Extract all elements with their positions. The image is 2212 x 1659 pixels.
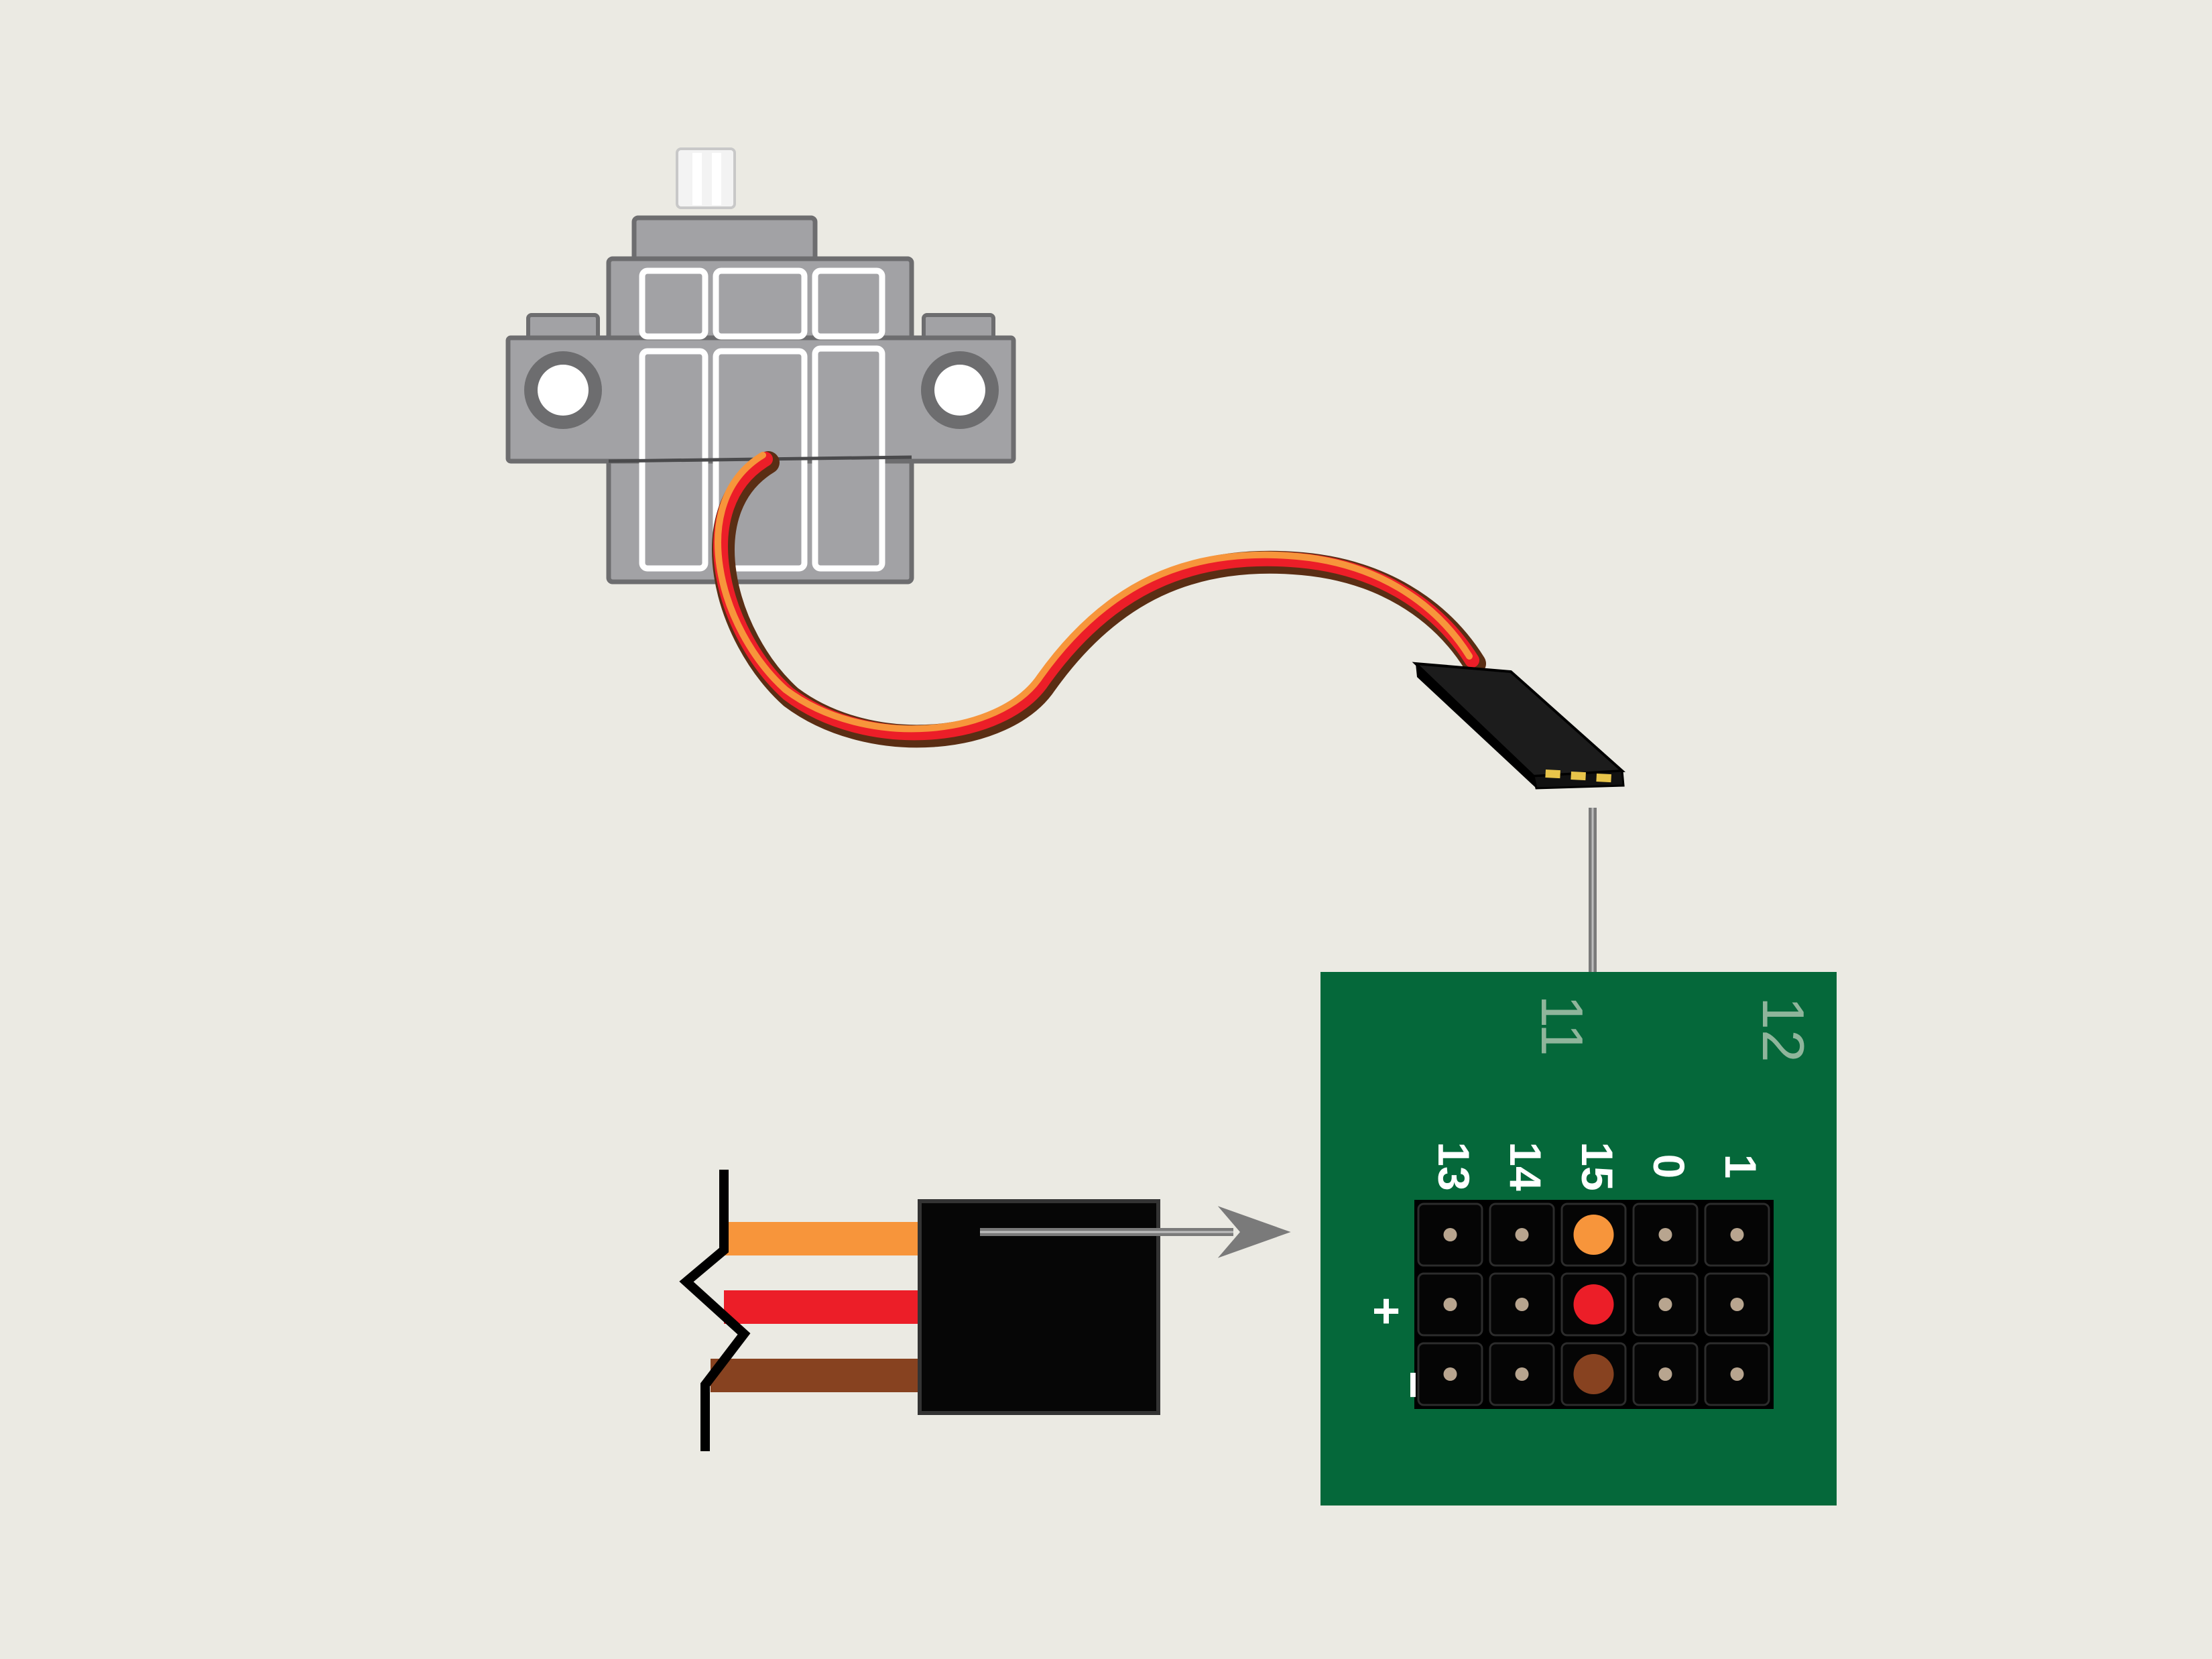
pin-column-label-15: 15: [1573, 1142, 1622, 1190]
pin-hole: [1658, 1228, 1672, 1241]
pin-hole: [1730, 1228, 1744, 1241]
pin-column-label-0: 0: [1644, 1154, 1694, 1179]
pin-hole: [1658, 1298, 1672, 1311]
pin-hole: [1443, 1298, 1457, 1311]
pin-hole: [1515, 1298, 1529, 1311]
pin-hole: [1443, 1228, 1457, 1241]
pin-hole: [1730, 1367, 1744, 1381]
board-number-left: 11: [1529, 995, 1595, 1056]
servo-motor-icon: [505, 147, 1016, 585]
servo-connector-icon: [1412, 662, 1625, 790]
pin-column-label-14: 14: [1501, 1142, 1550, 1191]
pin-hole: [1658, 1367, 1672, 1381]
rail-label-minus: −: [1386, 1371, 1440, 1399]
pin-hole: [1515, 1228, 1529, 1241]
pin-hole: [1515, 1367, 1529, 1381]
wire-pin-dot: [1573, 1354, 1614, 1394]
wire-pin-dot: [1573, 1284, 1614, 1325]
wire-pin-dot: [1573, 1215, 1614, 1255]
rail-label-plus: +: [1372, 1284, 1400, 1338]
arrow-icon: [980, 1201, 1297, 1263]
servo-cable: [712, 451, 1486, 748]
cable-end-detail: [679, 1170, 1160, 1451]
pin-hole: [1443, 1367, 1457, 1381]
pin-column-label-13: 13: [1429, 1142, 1479, 1190]
board-number-right: 12: [1750, 997, 1817, 1062]
pin-column-label-1: 1: [1716, 1154, 1766, 1179]
pin-hole: [1730, 1298, 1744, 1311]
